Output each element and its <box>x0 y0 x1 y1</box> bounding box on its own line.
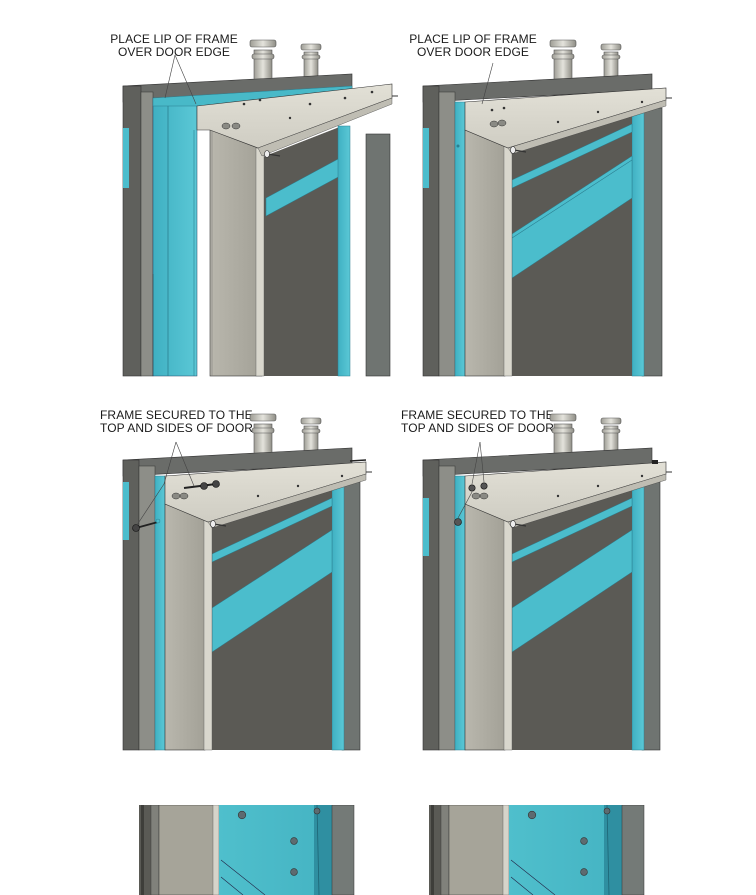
screw-icon <box>132 518 161 532</box>
caption-line-2: TOP AND SIDES OF DOOR <box>401 421 555 435</box>
bolt-icon <box>237 807 321 876</box>
caption-step-1b: PLACE LIP OF FRAME OVER DOOR EDGE <box>403 33 543 59</box>
illustration-step-2b <box>420 412 680 752</box>
caption-step-1a: PLACE LIP OF FRAME OVER DOOR EDGE <box>104 33 244 59</box>
screw-icon <box>454 518 462 526</box>
caption-line-1: PLACE LIP OF FRAME <box>409 32 537 46</box>
illustration-step-3a <box>139 805 357 895</box>
screw-icon <box>468 482 489 500</box>
illustration-step-2a <box>120 412 380 752</box>
caption-step-2a: FRAME SECURED TO THE TOP AND SIDES OF DO… <box>100 409 260 435</box>
caption-line-1: PLACE LIP OF FRAME <box>110 32 238 46</box>
illustration-step-1a <box>120 38 400 378</box>
illustration-step-3b <box>429 805 647 895</box>
caption-line-2: TOP AND SIDES OF DOOR <box>100 421 254 435</box>
caption-line-2: OVER DOOR EDGE <box>117 45 231 59</box>
caption-step-2b: FRAME SECURED TO THE TOP AND SIDES OF DO… <box>401 409 561 435</box>
illustration-step-1b <box>420 38 680 378</box>
caption-line-1: FRAME SECURED TO THE <box>100 408 253 422</box>
bolt-icon <box>527 807 611 876</box>
caption-line-1: FRAME SECURED TO THE <box>401 408 554 422</box>
caption-line-2: OVER DOOR EDGE <box>416 45 530 59</box>
screw-icon <box>171 480 220 500</box>
